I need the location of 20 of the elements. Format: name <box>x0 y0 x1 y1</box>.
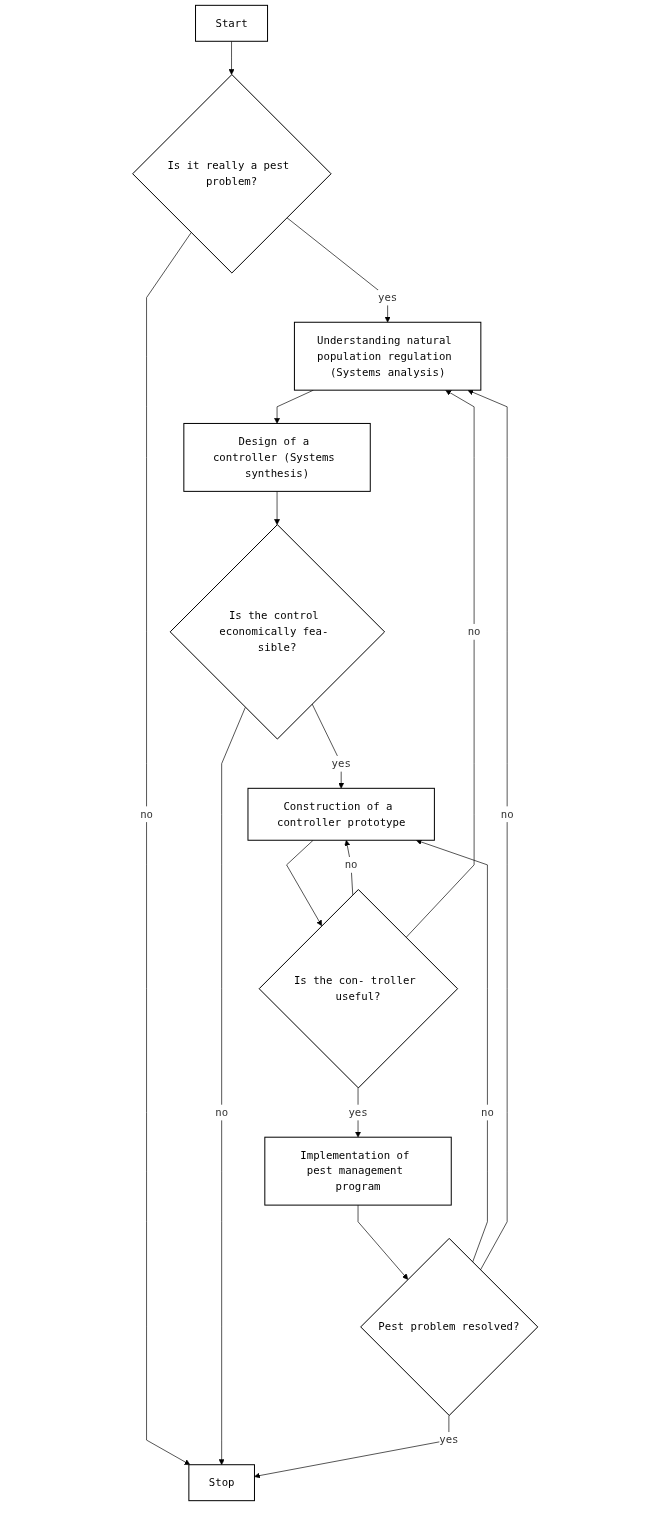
node-diamond: Pest problem resolved? <box>360 1237 539 1416</box>
node-box: Understanding natural population regulation (Systems analysis) <box>293 321 482 391</box>
edge-label: yes <box>331 757 351 770</box>
edge-label: no <box>215 1105 228 1119</box>
node-box: Construction of a controller prototype <box>247 787 435 841</box>
edge-label: no <box>500 807 514 821</box>
node-box: Stop <box>188 1464 255 1502</box>
node-box: Implementation of pest management program <box>264 1136 452 1206</box>
edge-label: no <box>480 1105 494 1119</box>
edge-label: yes <box>348 1105 368 1119</box>
edge-label: no <box>467 625 481 638</box>
node-diamond: Is it really a pest problem? <box>131 74 332 274</box>
node-box: Start <box>194 4 268 42</box>
edge-label: no <box>139 807 153 821</box>
edge-label: no <box>344 858 358 871</box>
edge-label: yes <box>377 290 398 304</box>
node-diamond: Is the control economically fea- sible? <box>169 524 385 740</box>
edge-label: yes <box>439 1433 459 1447</box>
node-diamond: Is the con- troller useful? <box>258 889 458 1089</box>
node-box: Design of a controller (Systems synthesis) <box>183 422 371 492</box>
